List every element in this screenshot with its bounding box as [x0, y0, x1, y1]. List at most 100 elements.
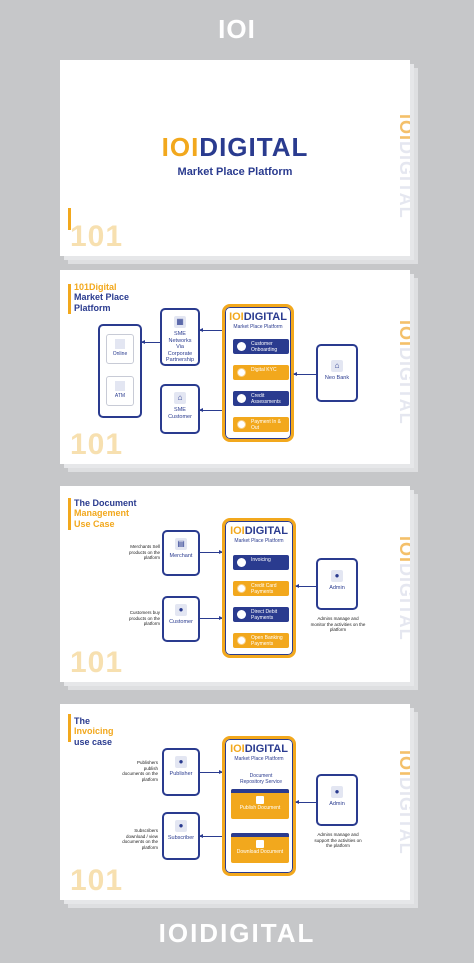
- pill-payment: Payment In & Out: [233, 417, 289, 432]
- slide-document-management: The Document Management Use Case Merchan…: [60, 486, 410, 682]
- sme-networks-card: ▦ SME Networks Via Corporate Partnership: [160, 308, 200, 366]
- bottom-logo: IOIDIGITAL: [158, 918, 316, 948]
- slide-marketplace: 101Digital Market Place Platform Online …: [60, 270, 410, 464]
- top-logo: IOI: [218, 14, 256, 44]
- side-brand: IOIDIGITAL: [396, 750, 410, 855]
- accent-bar: [68, 284, 71, 314]
- merchant-note: Merchants Sell products on the platform: [128, 544, 160, 561]
- publisher-icon: ●: [175, 756, 187, 768]
- title-line-3: use case: [74, 736, 113, 747]
- platform-logo: IOIDIGITAL: [230, 743, 288, 755]
- accent-bar: [68, 714, 71, 742]
- platform-logo: IOIDIGITAL: [229, 311, 287, 323]
- pill-customer-onboarding: Customer Onboarding: [233, 339, 289, 354]
- repository-label: Document Repository Service: [240, 773, 282, 785]
- download-document-label: Download Document: [236, 849, 284, 855]
- platform-logo: IOIDIGITAL: [230, 525, 288, 537]
- customer-icon: ●: [175, 604, 187, 616]
- customer-label: Customer: [169, 619, 193, 625]
- home-icon: ⌂: [174, 392, 186, 404]
- subscriber-note: Subscribers download / view documents on…: [122, 828, 158, 850]
- bank-icon: ⌂: [331, 360, 343, 372]
- platform-box: IOIDIGITAL Market Place Platform Invoici…: [222, 518, 296, 658]
- arrow-publisher-to-platform: [200, 770, 223, 774]
- building-icon: ▦: [174, 316, 186, 328]
- cover-logo-io: IOI: [161, 132, 200, 162]
- merchant-icon: ▤: [175, 538, 187, 550]
- cover-logo: IOIDIGITAL: [60, 132, 410, 163]
- admin-note: Admins manage and monitor the activities…: [310, 616, 366, 633]
- debit-icon: [237, 610, 246, 619]
- card-icon: [237, 584, 246, 593]
- title-line-2: Market Place: [74, 292, 130, 303]
- platform-subtitle: Market Place Platform: [234, 538, 284, 544]
- subscriber-icon: ●: [175, 820, 187, 832]
- title-line-1: The: [74, 716, 91, 726]
- banking-icon: [237, 636, 246, 645]
- pill-invoicing: Invoicing: [233, 555, 289, 570]
- arrow-merchant-to-platform: [200, 550, 223, 554]
- online-label: Online: [112, 351, 128, 357]
- admin-label: Admin: [329, 801, 345, 807]
- side-brand: IOIDIGITAL: [396, 114, 410, 219]
- document-icon: [256, 796, 264, 804]
- publisher-note: Publishers publish documents on the plat…: [122, 760, 158, 782]
- atm-card: ATM: [106, 376, 134, 406]
- onboarding-icon: [237, 342, 246, 351]
- platform-box: IOIDIGITAL Market Place Platform Documen…: [222, 736, 296, 876]
- admin-card: ●Admin: [316, 774, 358, 826]
- publisher-label: Publisher: [169, 771, 193, 777]
- download-document-block: Download Document: [231, 833, 289, 863]
- arrow-from-admin: [295, 584, 316, 588]
- watermark: 101: [70, 428, 124, 461]
- slide-title: The Document Management Use Case: [74, 498, 137, 529]
- accent-bar: [68, 498, 71, 530]
- platform-subtitle: Market Place Platform: [234, 756, 284, 762]
- kyc-icon: [237, 368, 246, 377]
- merchant-card: ▤ Merchant: [162, 530, 200, 576]
- admin-icon: ●: [331, 570, 343, 582]
- slide-invoicing: The Invoicing use case Publishers publis…: [60, 704, 410, 900]
- admin-note: Admins manage and support the activities…: [314, 832, 362, 849]
- invoice-icon: [237, 558, 246, 567]
- online-card: Online: [106, 334, 134, 364]
- pill-open-banking: Open Banking Payments: [233, 633, 289, 648]
- admin-label: Admin: [329, 585, 345, 591]
- cover-subtitle: Market Place Platform: [177, 166, 293, 178]
- arrow-customer-to-platform: [200, 616, 223, 620]
- subscriber-label: Subscriber: [167, 835, 195, 841]
- sme-networks-label: SME Networks Via Corporate Partnership: [165, 331, 195, 364]
- pill-credit-assessments: Credit Assessments: [233, 391, 289, 406]
- download-icon: [256, 840, 264, 848]
- pill-digital-kyc: Digital KYC: [233, 365, 289, 380]
- watermark: 101: [70, 646, 124, 679]
- watermark: 101: [70, 864, 124, 897]
- slide-title: 101Digital Market Place Platform: [74, 282, 129, 313]
- side-brand: IOIDIGITAL: [396, 536, 410, 641]
- arrow-to-sme-customer: [199, 408, 222, 412]
- cover-logo-name: DIGITAL: [199, 132, 309, 162]
- accent-bar: [68, 208, 71, 230]
- arrow-to-sme-networks: [199, 328, 222, 332]
- title-line-1: The Document: [74, 498, 137, 508]
- title-line-2: Invoicing: [74, 726, 114, 737]
- atm-label: ATM: [114, 393, 126, 399]
- neo-bank-card: ⌂ Neo Bank: [316, 344, 358, 402]
- arrow-from-neo-bank: [293, 372, 316, 376]
- arrow-platform-to-subscriber: [199, 834, 222, 838]
- platform-box: IOIDIGITAL Market Place Platform Custome…: [222, 304, 294, 442]
- arrow-from-admin: [295, 800, 316, 804]
- title-line-2: Management: [74, 508, 130, 519]
- customer-card: ● Customer: [162, 596, 200, 642]
- arrow-to-channels: [141, 340, 160, 344]
- merchant-label: Merchant: [169, 553, 193, 559]
- publish-document-block: Publish Document: [231, 789, 289, 819]
- sme-customer-label: SME Customer: [168, 407, 192, 420]
- pill-direct-debit: Direct Debit Payments: [233, 607, 289, 622]
- pill-credit-card: Credit Card Payments: [233, 581, 289, 596]
- payment-icon: [237, 420, 246, 429]
- platform-subtitle: Market Place Platform: [233, 324, 283, 330]
- sme-customer-card: ⌂ SME Customer: [160, 384, 200, 434]
- neo-bank-label: Neo Bank: [324, 375, 350, 381]
- title-line-3: Use Case: [74, 518, 115, 529]
